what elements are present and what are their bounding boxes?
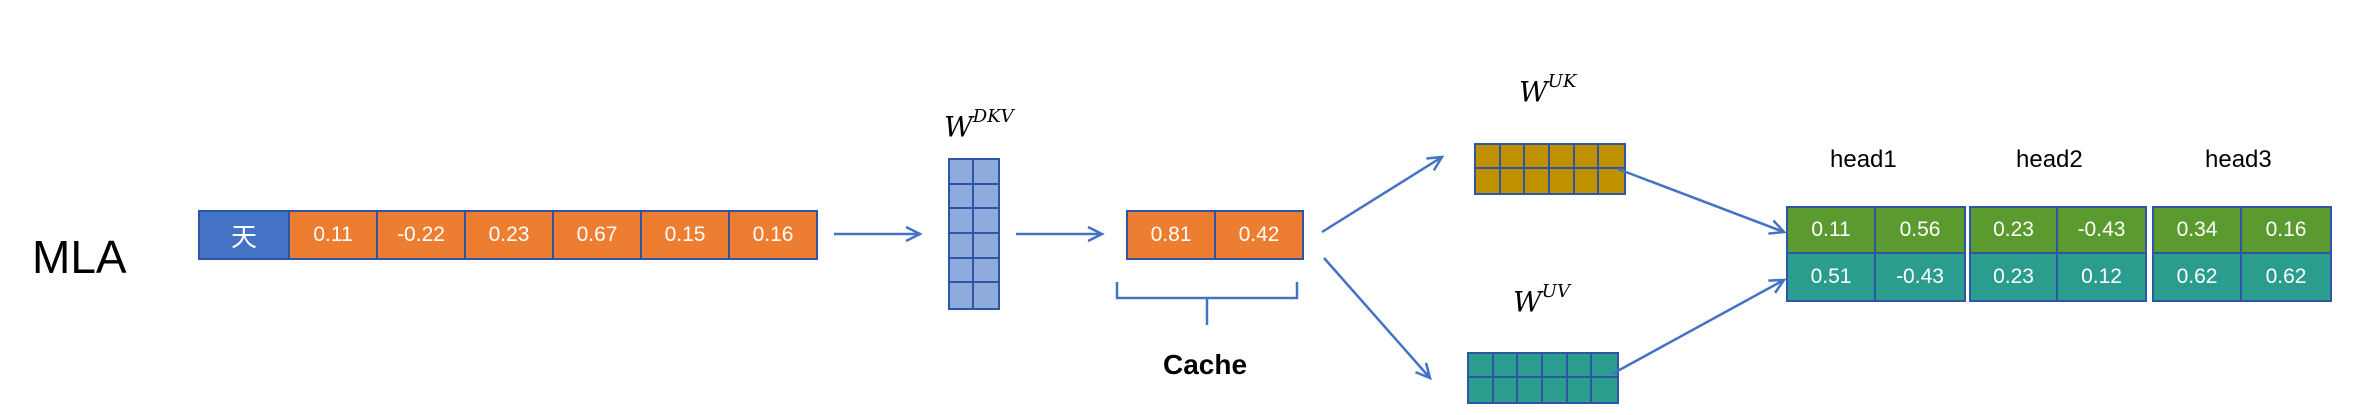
- head3-matrix: 0.34 0.16 0.62 0.62: [2152, 206, 2332, 302]
- matrix-cell: [1518, 378, 1543, 402]
- head-k-value: -0.43: [2058, 208, 2145, 254]
- w-dkv-sup: DKV: [972, 106, 1014, 127]
- matrix-cell: [950, 184, 974, 210]
- head-k-value: 0.56: [1876, 208, 1964, 254]
- latent-vector: 0.81 0.42: [1126, 210, 1304, 260]
- cache-label: Cache: [1163, 349, 1248, 380]
- arrow-wuk-to-heads: [1617, 167, 1787, 235]
- matrix-cell: [1599, 169, 1624, 193]
- head-label: head2: [2016, 146, 2083, 173]
- head-v-value: 0.51: [1788, 254, 1876, 300]
- matrix-cell: [950, 160, 974, 185]
- matrix-cell: [1525, 145, 1550, 169]
- token-value: -0.22: [378, 212, 466, 258]
- token-value: 0.23: [466, 212, 554, 258]
- token-vector: 天 0.11 -0.22 0.23 0.67 0.15 0.16: [198, 210, 818, 260]
- matrix-cell: [1543, 378, 1568, 402]
- matrix-cell: [974, 283, 998, 308]
- w-dkv-matrix: [948, 158, 1000, 310]
- matrix-cell: [974, 234, 998, 259]
- token-value: 0.15: [642, 212, 730, 258]
- head1-matrix: 0.11 0.56 0.51 -0.43: [1786, 206, 1966, 302]
- head-v-value: 0.62: [2154, 254, 2242, 300]
- matrix-cell: [1500, 145, 1526, 169]
- token-value: 0.67: [554, 212, 642, 258]
- matrix-cell: [1469, 354, 1494, 378]
- matrix-cell: [1494, 378, 1519, 402]
- w-uv-sup: UV: [1541, 281, 1570, 302]
- matrix-cell: [1574, 145, 1600, 169]
- w-uk-matrix: [1474, 143, 1626, 195]
- w-uk-base: W: [1519, 75, 1548, 109]
- matrix-cell: [974, 185, 998, 210]
- arrow-latent-to-wuv: [1323, 257, 1432, 381]
- w-uk-label: WUK: [1519, 71, 1576, 109]
- head-v-value: 0.12: [2058, 254, 2145, 300]
- head-label: head1: [1830, 146, 1897, 173]
- matrix-cell: [1568, 378, 1593, 402]
- matrix-cell: [1549, 145, 1575, 169]
- matrix-cell: [1476, 169, 1501, 193]
- diagram-title: MLA: [32, 231, 127, 283]
- head-k-value: 0.34: [2154, 208, 2242, 254]
- arrow-wuv-to-heads: [1611, 278, 1787, 376]
- matrix-cell: [1476, 145, 1501, 169]
- matrix-cell: [1518, 354, 1543, 378]
- matrix-cell: [950, 233, 974, 259]
- head-v-value: 0.62: [2242, 254, 2330, 300]
- head-v-value: -0.43: [1876, 254, 1964, 300]
- w-uv-matrix: [1467, 352, 1619, 404]
- w-dkv-base: W: [944, 110, 973, 144]
- w-dkv-label: WDKV: [944, 106, 1014, 144]
- latent-value: 0.81: [1128, 212, 1216, 258]
- matrix-cell: [1567, 354, 1593, 378]
- matrix-cell: [1493, 354, 1519, 378]
- head-k-value: 0.23: [1971, 208, 2058, 254]
- matrix-cell: [974, 209, 998, 234]
- matrix-cell: [1592, 354, 1617, 378]
- matrix-cell: [974, 259, 998, 284]
- matrix-cell: [1501, 169, 1526, 193]
- token-value: 0.11: [290, 212, 378, 258]
- arrow-latent-to-wuk: [1321, 155, 1445, 234]
- head-label: head3: [2205, 146, 2272, 173]
- matrix-cell: [1542, 354, 1568, 378]
- matrix-cell: [1525, 169, 1550, 193]
- matrix-cell: [1575, 169, 1600, 193]
- matrix-cell: [1592, 378, 1617, 402]
- head-v-value: 0.23: [1971, 254, 2058, 300]
- token-char: 天: [200, 212, 290, 258]
- matrix-cell: [1599, 145, 1624, 169]
- head-k-value: 0.16: [2242, 208, 2330, 254]
- w-uv-base: W: [1513, 285, 1542, 319]
- head-k-value: 0.11: [1788, 208, 1876, 254]
- token-value: 0.16: [730, 212, 816, 258]
- head2-matrix: 0.23 -0.43 0.23 0.12: [1969, 206, 2147, 302]
- matrix-cell: [950, 283, 974, 308]
- w-uk-sup: UK: [1547, 71, 1577, 92]
- latent-value: 0.42: [1216, 212, 1302, 258]
- matrix-cell: [1550, 169, 1575, 193]
- w-uv-label: WUV: [1513, 281, 1570, 319]
- matrix-cell: [950, 209, 974, 234]
- matrix-cell: [974, 160, 998, 185]
- matrix-cell: [1469, 378, 1494, 402]
- cache-bracket: [1115, 282, 1299, 325]
- matrix-cell: [950, 258, 974, 284]
